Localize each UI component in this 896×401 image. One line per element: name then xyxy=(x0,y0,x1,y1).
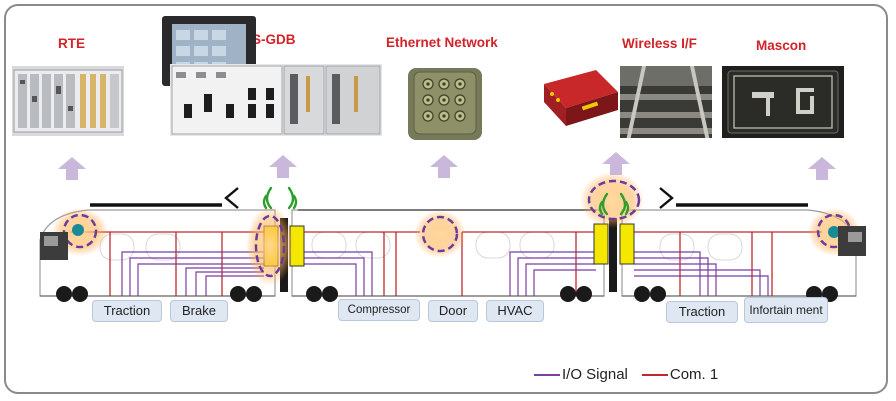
mascon-title: Mascon xyxy=(756,38,807,53)
highlight-ring-wireless xyxy=(587,179,641,221)
io-signal-line xyxy=(533,269,596,296)
io-signal-line xyxy=(129,257,264,296)
subsystem-compressor: Compressor xyxy=(338,299,420,321)
legend-com1-label: Com. 1 xyxy=(669,366,719,383)
up-arrow-wireless xyxy=(602,152,630,175)
subsystem-traction-right: Traction xyxy=(666,301,738,323)
wheel xyxy=(72,286,88,302)
io-signal-line xyxy=(634,257,709,296)
seat-outline xyxy=(145,233,181,261)
cab-node-left xyxy=(72,224,84,236)
io-signal-line xyxy=(302,251,373,296)
seat-outline xyxy=(659,233,695,261)
car-gap-right xyxy=(609,218,617,292)
legend-io-signal-label: I/O Signal xyxy=(562,366,628,383)
wheel xyxy=(576,286,592,302)
ethernet-switch-image xyxy=(404,62,486,144)
io-signal-line xyxy=(137,263,264,296)
rte-title: RTE xyxy=(58,36,85,51)
io-signal-line xyxy=(121,251,264,296)
wheel xyxy=(322,286,338,302)
wheel xyxy=(246,286,262,302)
wheel xyxy=(56,286,72,302)
io-signal-line xyxy=(195,271,264,296)
gateway-box xyxy=(593,223,609,265)
up-arrow-rte xyxy=(58,157,86,180)
wheel xyxy=(634,286,650,302)
io-signal-line xyxy=(185,267,264,296)
pantograph-left xyxy=(224,187,239,209)
wireless-track-image xyxy=(620,66,712,138)
io-signal-line xyxy=(302,257,365,296)
antenna-icon xyxy=(619,192,627,216)
io-signal-line xyxy=(634,275,769,296)
arrow-group xyxy=(58,152,836,180)
antenna-icon xyxy=(262,194,268,210)
antenna-icon xyxy=(292,194,298,210)
seat-outline xyxy=(707,233,743,261)
rte-rack-image xyxy=(12,66,124,136)
io-signal-line xyxy=(634,251,701,296)
wheel xyxy=(306,286,322,302)
io-signal-line xyxy=(525,263,596,296)
wheel xyxy=(650,286,666,302)
antenna-icon xyxy=(287,186,295,210)
up-arrow-mascon xyxy=(808,157,836,180)
io-signal-line xyxy=(509,251,596,296)
subsystem-hvac: HVAC xyxy=(486,300,544,322)
io-signal-line xyxy=(634,269,761,296)
antenna-icon xyxy=(624,200,630,216)
driver-cab-right xyxy=(838,226,866,256)
highlight-glow xyxy=(246,206,294,286)
up-arrow-sgdb xyxy=(269,155,297,178)
ethernet-network-title: Ethernet Network xyxy=(386,35,498,50)
subsystem-infotainment: Infortain ment xyxy=(744,297,828,323)
gateway-box xyxy=(619,223,635,265)
mascon-image xyxy=(722,66,844,138)
io-signal-line xyxy=(302,263,357,296)
wireless-if-title: Wireless I/F xyxy=(622,36,697,51)
sgdb-rack-image xyxy=(170,64,382,136)
antenna-icon xyxy=(598,200,604,216)
wireless-modem-image xyxy=(538,64,622,132)
highlight-ring-sgdb xyxy=(254,214,286,278)
wheel xyxy=(230,286,246,302)
cab-node-right xyxy=(828,226,840,238)
up-arrow-ethernet xyxy=(430,155,458,178)
legend: I/O Signal Com. 1 xyxy=(534,366,718,383)
sgdb-title: S-GDB xyxy=(252,32,296,47)
antenna-icon xyxy=(601,192,609,216)
wheel xyxy=(560,286,576,302)
driver-cab-left xyxy=(40,232,68,260)
highlight-ring-ethernet xyxy=(421,215,459,253)
legend-io-signal-swatch xyxy=(534,373,560,376)
subsystem-brake: Brake xyxy=(170,300,228,322)
highlight-ring-rte xyxy=(62,213,98,249)
io-signal-line xyxy=(205,275,264,296)
legend-com1-swatch xyxy=(641,373,668,376)
subsystem-traction-left: Traction xyxy=(92,300,162,322)
antenna-icon xyxy=(265,186,273,210)
pantograph-right xyxy=(659,187,674,209)
io-signal-line xyxy=(517,257,596,296)
io-signal-line xyxy=(634,263,717,296)
highlight-glow xyxy=(580,172,644,228)
subsystem-door: Door xyxy=(428,300,478,322)
